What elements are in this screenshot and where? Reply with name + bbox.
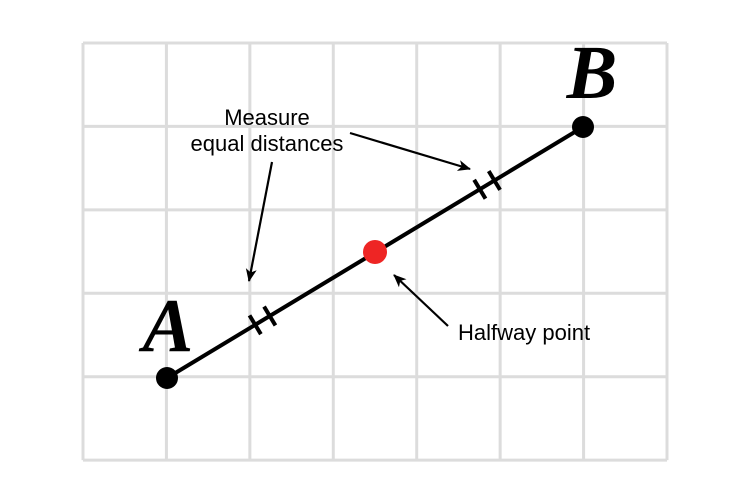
point-b-label: B: [566, 31, 618, 115]
halfway-arrow: [393, 274, 449, 327]
tick-mark: [472, 178, 488, 200]
tick-mark: [247, 314, 263, 336]
measure-arrow-to-b-side-ticks: [349, 131, 471, 171]
tick-mark: [262, 305, 278, 327]
measure-note-line1: Measure: [224, 105, 310, 130]
measure-note-line2: equal distances: [191, 131, 344, 156]
point-a-dot: [156, 367, 178, 389]
equal-distance-tick-marks: [247, 170, 502, 336]
halfway-point-note: Halfway point: [458, 320, 590, 345]
measure-arrow-to-a-side-ticks: [245, 161, 274, 282]
midpoint-dot: [363, 240, 387, 264]
tick-mark: [486, 170, 502, 191]
point-b-dot: [572, 116, 594, 138]
point-a-label: A: [139, 284, 194, 368]
grid: [81, 41, 669, 462]
annotation-arrows: [245, 131, 471, 327]
